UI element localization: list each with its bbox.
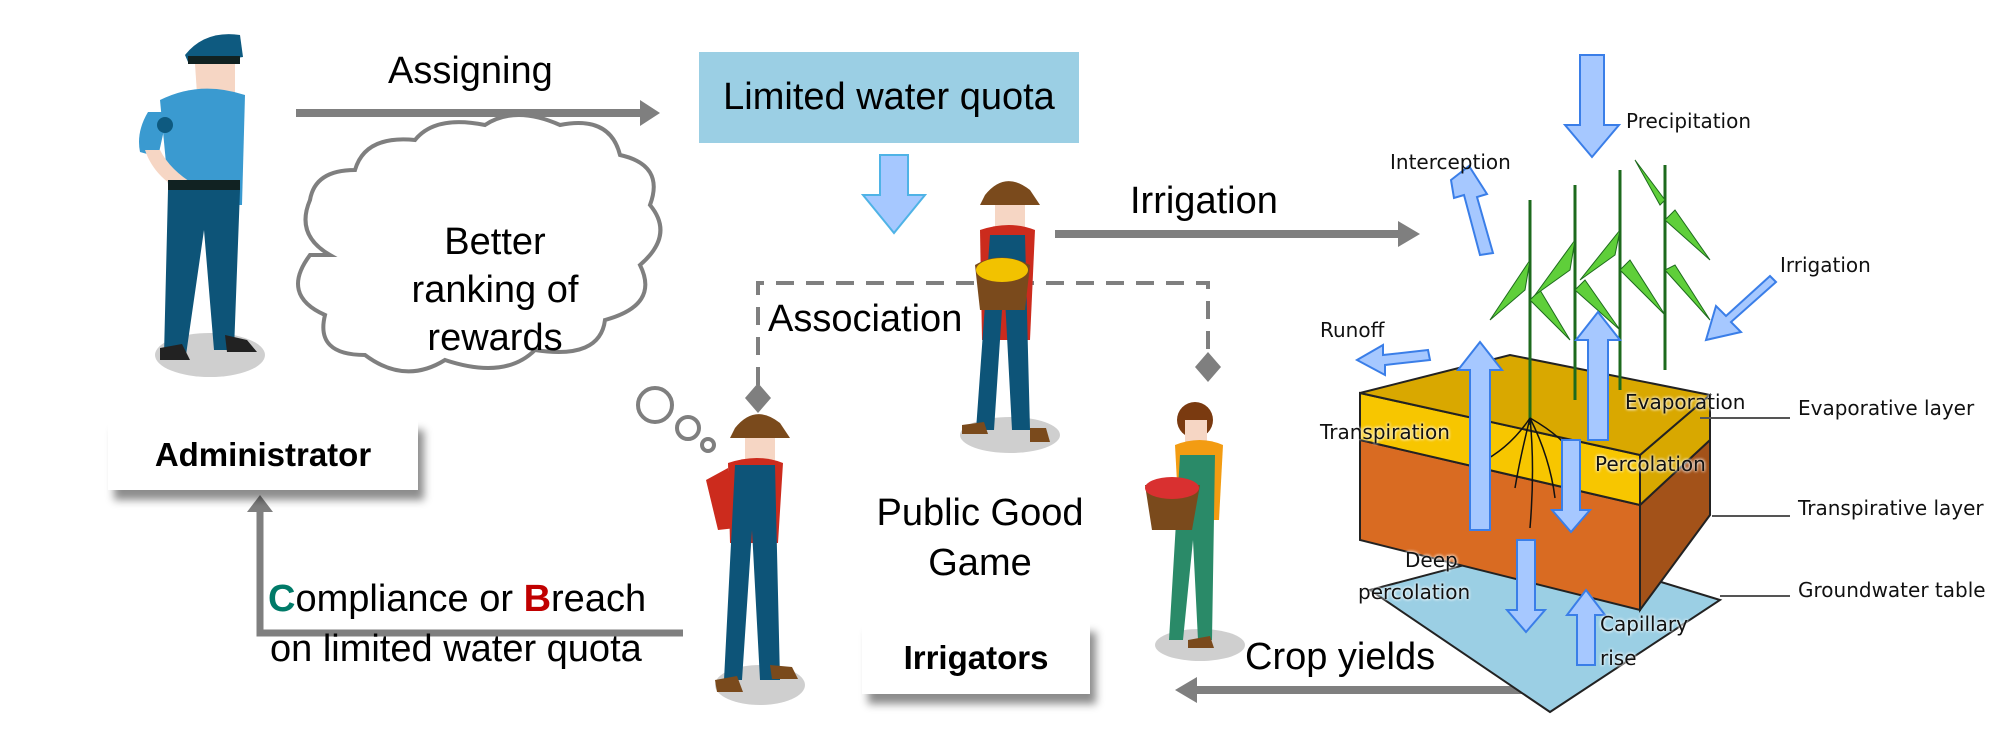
administrator-figure <box>139 34 265 377</box>
assigning-arrowhead <box>640 100 660 126</box>
limited-water-quota-box: Limited water quota <box>699 52 1079 143</box>
irrigation-arrowhead <box>1398 221 1420 247</box>
farmer-center-figure <box>960 181 1060 453</box>
association-diamond-right <box>1195 352 1221 382</box>
capillary-rise-label-1: Capillary <box>1600 612 1688 636</box>
thought-cloud-text: Better ranking of rewards <box>395 218 595 362</box>
association-diamond-left <box>745 383 771 413</box>
public-good-game-label: Public Good Game <box>860 488 1100 588</box>
feedback-arrow <box>256 510 683 637</box>
thought-cloud <box>296 113 716 453</box>
percolation-label: Percolation <box>1595 452 1706 476</box>
evaporation-arrow <box>1573 310 1623 441</box>
breach-text: reach <box>551 578 647 620</box>
deep-percolation-label-2: percolation <box>1358 580 1471 604</box>
interception-arrow <box>1449 164 1495 257</box>
compliance-initial: C <box>268 578 296 620</box>
deep-percolation-label-1: Deep <box>1405 548 1458 572</box>
transpirative-layer-label: Transpirative layer <box>1798 496 1984 520</box>
game-line-1: Public Good <box>876 492 1084 534</box>
groundwater-table-label: Groundwater table <box>1798 578 1986 602</box>
administrator-box: Administrator <box>108 420 418 490</box>
farmer-left-figure <box>706 414 805 705</box>
feedback-arrowhead <box>247 495 273 512</box>
percolation-arrow <box>1549 439 1593 534</box>
thought-line-1: Better <box>444 221 546 263</box>
crop-yields-arrowhead <box>1175 677 1197 703</box>
evaporative-layer-label: Evaporative layer <box>1798 396 1975 420</box>
deep-percolation-arrow <box>1504 539 1548 634</box>
crop-yields-label: Crop yields <box>1245 636 1436 678</box>
runoff-arrow <box>1354 343 1432 377</box>
quota-down-arrow <box>860 154 928 235</box>
irrigators-box: Irrigators <box>862 622 1090 694</box>
game-line-2: Game <box>928 542 1032 584</box>
capillary-rise-arrow <box>1564 588 1608 666</box>
thought-line-2: ranking of <box>411 269 579 311</box>
interception-label: Interception <box>1390 150 1511 174</box>
precipitation-label: Precipitation <box>1626 109 1752 133</box>
thought-line-3: rewards <box>427 317 563 359</box>
irrigation-water-arrow <box>1704 274 1778 342</box>
corn-plants <box>1489 159 1711 425</box>
limited-water-quota-label: Limited water quota <box>723 76 1055 118</box>
transpiration-label: Transpiration <box>1320 420 1450 444</box>
capillary-rise-label-2: rise <box>1600 646 1637 670</box>
irrigation-input-label: Irrigation <box>1780 253 1871 277</box>
transpiration-arrow <box>1455 340 1505 531</box>
evaporation-label: Evaporation <box>1625 390 1746 414</box>
soil-block <box>1359 353 1723 714</box>
irrigation-label: Irrigation <box>1130 180 1278 222</box>
farmer-woman-figure <box>1145 402 1245 661</box>
precipitation-arrow <box>1562 54 1622 159</box>
runoff-label: Runoff <box>1320 318 1385 342</box>
breach-initial: B <box>523 578 552 620</box>
assigning-label: Assigning <box>388 50 553 92</box>
irrigators-label: Irrigators <box>903 639 1049 676</box>
compliance-breach-label: Compliance or Breach <box>268 578 646 621</box>
water-quota-feedback-label: on limited water quota <box>270 628 642 670</box>
water-arrows <box>1354 54 1778 666</box>
compliance-text: ompliance or <box>295 578 524 620</box>
layer-leader-lines <box>1700 417 1790 597</box>
administrator-label: Administrator <box>154 436 372 473</box>
association-label: Association <box>768 298 963 340</box>
